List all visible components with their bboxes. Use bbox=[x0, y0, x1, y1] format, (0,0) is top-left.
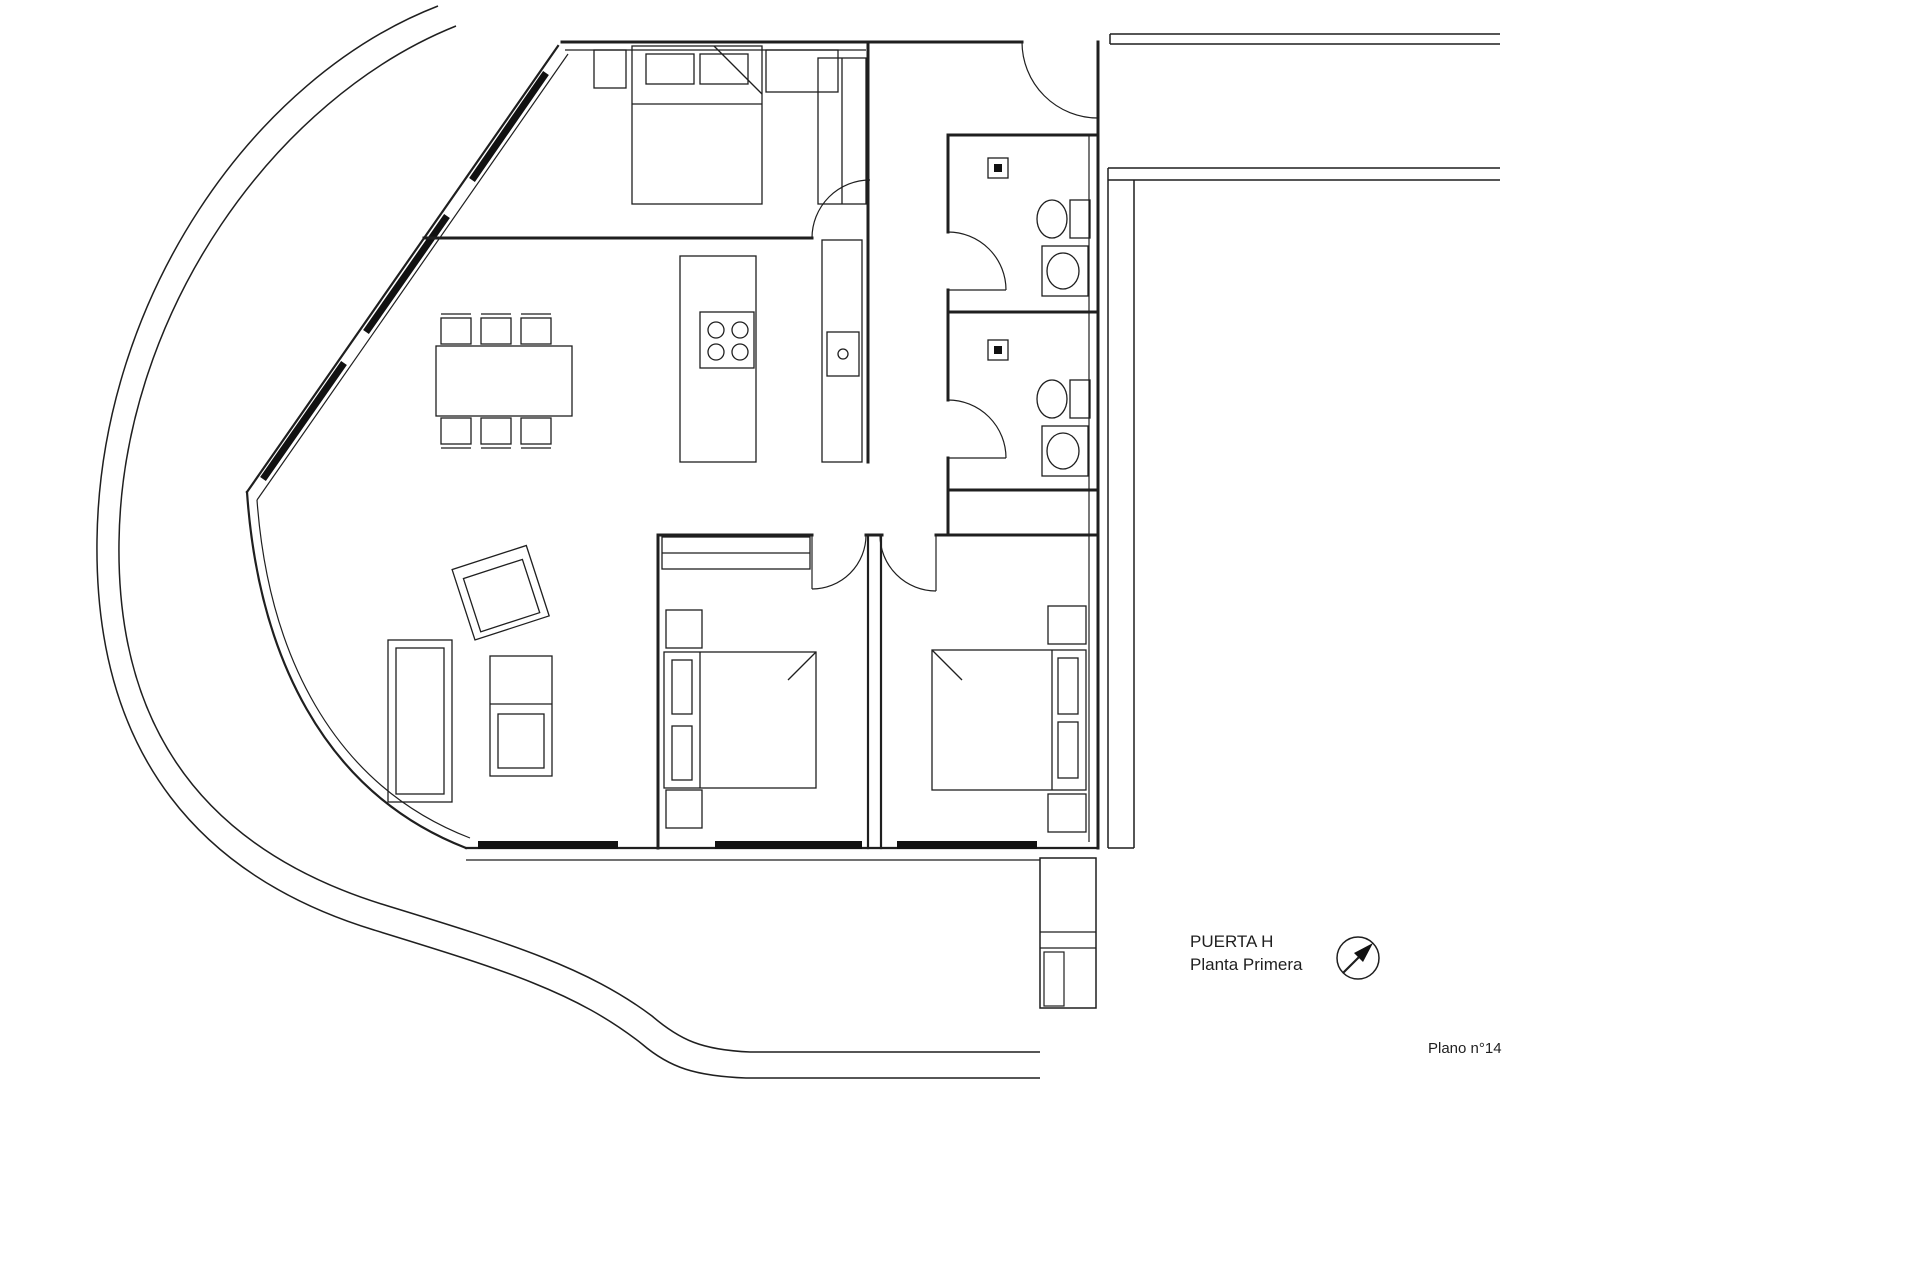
kitchen-island bbox=[679, 255, 757, 463]
service-shaft bbox=[1039, 857, 1097, 1009]
chair bbox=[440, 317, 472, 345]
south-window-bands bbox=[478, 841, 1037, 849]
terrace-edge-curves bbox=[96, 5, 1040, 1079]
nightstand bbox=[593, 49, 627, 89]
nightstand bbox=[1047, 605, 1087, 645]
floor-label: Planta Primera bbox=[1190, 955, 1303, 974]
shower-drain bbox=[987, 157, 1009, 179]
bedroom1-furniture bbox=[593, 45, 867, 205]
toilet bbox=[1036, 379, 1068, 419]
bed bbox=[931, 649, 1087, 791]
entrance-door bbox=[1021, 41, 1099, 119]
chair bbox=[520, 317, 552, 345]
toilet-tank bbox=[1069, 199, 1091, 239]
armchair bbox=[451, 544, 550, 641]
chair bbox=[480, 317, 512, 345]
nightstand bbox=[665, 789, 703, 829]
dresser bbox=[765, 49, 839, 93]
pillow bbox=[671, 725, 693, 781]
shower-drain bbox=[987, 339, 1009, 361]
kitchen-sink bbox=[826, 331, 860, 377]
bedroom3-furniture bbox=[931, 605, 1087, 833]
kitchen-furniture bbox=[679, 239, 863, 463]
cooktop bbox=[699, 311, 755, 369]
tv-unit bbox=[489, 655, 553, 777]
bed bbox=[631, 45, 763, 205]
kitchen-counter bbox=[821, 239, 863, 463]
living-furniture bbox=[387, 544, 553, 803]
nightstand bbox=[1047, 793, 1087, 833]
toilet-tank bbox=[1069, 379, 1091, 419]
bathroom1-fixtures bbox=[987, 157, 1091, 297]
interior-walls bbox=[422, 40, 1097, 850]
door-label: PUERTA H bbox=[1190, 932, 1274, 951]
bathroom2-fixtures bbox=[987, 339, 1091, 477]
bedroom2-furniture bbox=[661, 536, 817, 829]
neighbour-walls bbox=[1107, 33, 1500, 849]
pillow bbox=[699, 53, 749, 85]
pillow bbox=[1057, 657, 1079, 715]
north-arrow-icon bbox=[1336, 936, 1380, 980]
toilet bbox=[1036, 199, 1068, 239]
sink bbox=[1041, 425, 1089, 477]
chair bbox=[440, 417, 472, 445]
pillow bbox=[1057, 721, 1079, 779]
nightstand bbox=[665, 609, 703, 649]
pillow bbox=[645, 53, 695, 85]
dining-furniture bbox=[435, 313, 573, 449]
pillow bbox=[671, 659, 693, 715]
chair bbox=[480, 417, 512, 445]
sink bbox=[1041, 245, 1089, 297]
chair bbox=[520, 417, 552, 445]
facade-window-bands bbox=[260, 71, 549, 482]
sheet-number: Plano n°14 bbox=[1428, 1040, 1502, 1057]
sofa bbox=[387, 639, 453, 803]
dining-table bbox=[435, 345, 573, 417]
bed bbox=[663, 651, 817, 789]
